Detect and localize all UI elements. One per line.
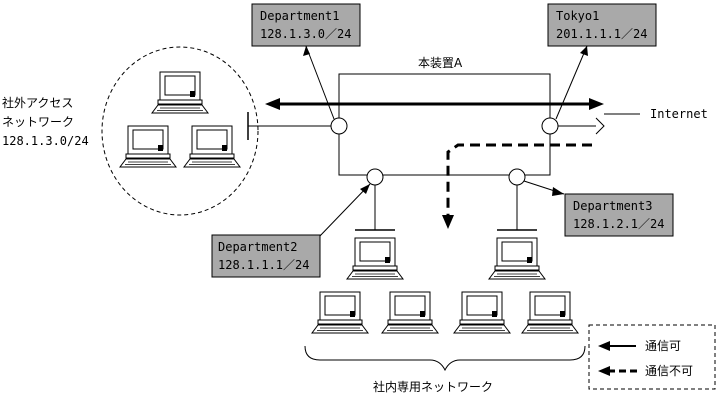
external-network-label-line2: ネットワーク	[2, 115, 74, 129]
computer-icon	[119, 125, 177, 168]
device-a: 本装置A	[338, 56, 551, 176]
department3-name: Department3	[573, 199, 652, 213]
tokyo1-name: Tokyo1	[556, 9, 599, 23]
computer-icon	[311, 291, 369, 334]
interface-tokyo1	[541, 117, 559, 135]
callout-tokyo1: Tokyo1 201.1.1.1／24	[547, 3, 657, 120]
computer-icon	[151, 71, 209, 114]
interface-department1	[330, 117, 348, 135]
department1-address: 128.1.3.0／24	[260, 27, 351, 41]
external-network-address: 128.1.3.0/24	[2, 134, 89, 148]
tokyo1-address: 201.1.1.1／24	[556, 27, 647, 41]
computer-icon	[183, 125, 241, 168]
department1-name: Department1	[260, 9, 339, 23]
department2-name: Department2	[218, 240, 297, 254]
internet-label: Internet	[650, 107, 708, 121]
internal-network: 社内専用ネットワーク	[304, 237, 586, 394]
department2-address: 128.1.1.1／24	[218, 258, 309, 272]
department3-address: 128.1.2.1／24	[573, 217, 664, 231]
computer-icon	[381, 291, 439, 334]
arrow-left-icon	[598, 341, 636, 351]
computer-icon	[453, 291, 511, 334]
computer-icon	[521, 291, 579, 334]
denied-communication-arrow	[442, 143, 592, 229]
dashed-arrow-icon	[598, 366, 638, 376]
external-network-label-line1: 社外アクセス	[2, 95, 73, 110]
internal-network-label: 社内専用ネットワーク	[373, 379, 493, 394]
internet-link: Internet	[550, 107, 708, 135]
interface-department2	[366, 168, 384, 186]
computer-icon	[488, 237, 546, 280]
callout-department1: Department1 128.1.3.0／24	[251, 3, 361, 120]
device-label: 本装置A	[418, 56, 463, 70]
callout-department2: Department2 128.1.1.1／24	[211, 183, 371, 278]
callout-department3: Department3 128.1.2.1／24	[523, 180, 674, 237]
external-network: 社外アクセス ネットワーク 128.1.3.0/24	[2, 46, 259, 216]
legend: 通信可 通信不可	[588, 324, 716, 390]
interface-department3	[508, 168, 526, 186]
legend-allowed-label: 通信可	[645, 339, 681, 353]
legend-denied-label: 通信不可	[645, 364, 693, 378]
computer-icon	[346, 237, 404, 280]
